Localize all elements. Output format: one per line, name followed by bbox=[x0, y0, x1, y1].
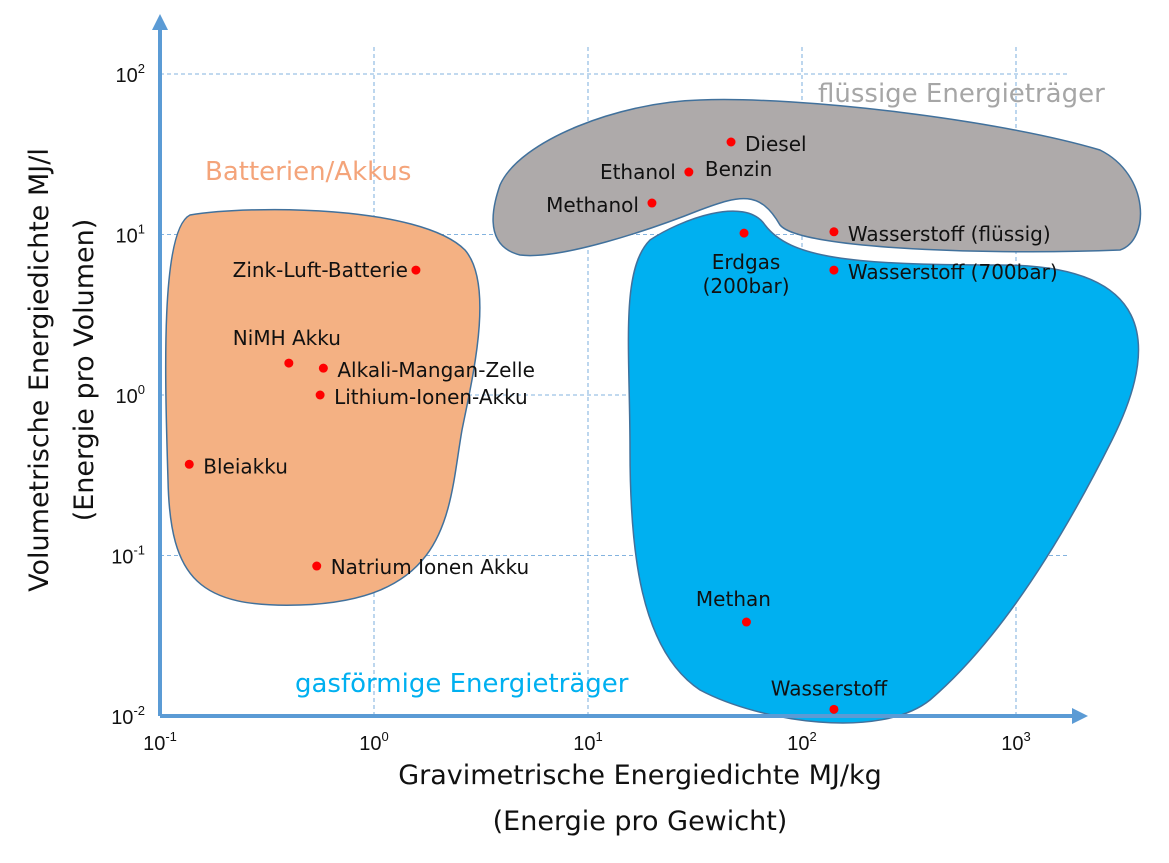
x-tick-label: 103 bbox=[1001, 729, 1030, 755]
data-point-label: Zink-Luft-Batterie bbox=[233, 258, 408, 282]
data-point bbox=[829, 265, 839, 275]
axes bbox=[152, 14, 1088, 724]
data-point bbox=[684, 167, 694, 177]
region-gaseous bbox=[627, 210, 1140, 724]
x-axis-title-line2: (Energie pro Gewicht) bbox=[493, 806, 788, 837]
data-point bbox=[318, 363, 328, 373]
data-point-label: Wasserstoff bbox=[771, 676, 889, 700]
data-point-label: Methanol bbox=[546, 193, 639, 217]
data-point bbox=[726, 137, 736, 147]
region-liquid bbox=[492, 98, 1142, 257]
data-point-label: Bleiakku bbox=[203, 454, 288, 478]
x-axis-arrow-icon bbox=[1072, 708, 1088, 724]
data-point bbox=[184, 459, 194, 469]
data-point-label: Methan bbox=[696, 587, 771, 611]
data-point bbox=[284, 358, 294, 368]
data-point bbox=[315, 390, 325, 400]
y-tick-label: 102 bbox=[116, 61, 145, 87]
data-point bbox=[739, 228, 749, 238]
data-point bbox=[647, 198, 657, 208]
y-axis-arrow-icon bbox=[152, 14, 168, 30]
y-tick-label: 10-2 bbox=[111, 703, 145, 729]
x-tick-label: 101 bbox=[573, 729, 602, 755]
data-point-label: Lithium-Ionen-Akku bbox=[334, 385, 528, 409]
x-tick-label: 10-1 bbox=[143, 729, 177, 755]
data-point-label: Natrium Ionen Akku bbox=[331, 555, 529, 579]
data-point-label: Wasserstoff (flüssig) bbox=[848, 222, 1051, 246]
group-label-gaseous: gasförmige Energieträger bbox=[295, 669, 629, 699]
data-point-label: Erdgas(200bar) bbox=[703, 250, 790, 298]
x-tick-label: 100 bbox=[359, 729, 388, 755]
x-tick-label: 102 bbox=[787, 729, 816, 755]
data-point bbox=[741, 617, 751, 627]
data-point bbox=[411, 265, 421, 275]
data-point-label: Wasserstoff (700bar) bbox=[848, 260, 1058, 284]
region-batteries bbox=[164, 208, 481, 606]
y-tick-label: 100 bbox=[116, 382, 145, 408]
data-point-label: Alkali-Mangan-Zelle bbox=[337, 358, 535, 382]
y-axis-title-line2: (Energie pro Volumen) bbox=[69, 219, 100, 522]
data-point bbox=[829, 704, 839, 714]
y-tick-label: 101 bbox=[116, 222, 145, 248]
data-point-label: NiMH Akku bbox=[233, 326, 341, 350]
y-tick-label: 10-1 bbox=[111, 543, 145, 569]
x-axis-title-line1: Gravimetrische Energiedichte MJ/kg bbox=[398, 760, 882, 791]
data-point-label: Ethanol bbox=[600, 160, 676, 184]
data-point-label: Diesel bbox=[745, 132, 807, 156]
group-label-batteries: Batterien/Akkus bbox=[205, 157, 411, 187]
y-axis-title-line1: Volumetrische Energiedichte MJ/l bbox=[24, 148, 55, 592]
data-point bbox=[829, 227, 839, 237]
group-label-liquid: flüssige Energieträger bbox=[818, 79, 1105, 109]
data-point-label: Benzin bbox=[705, 157, 772, 181]
data-point bbox=[312, 561, 322, 571]
